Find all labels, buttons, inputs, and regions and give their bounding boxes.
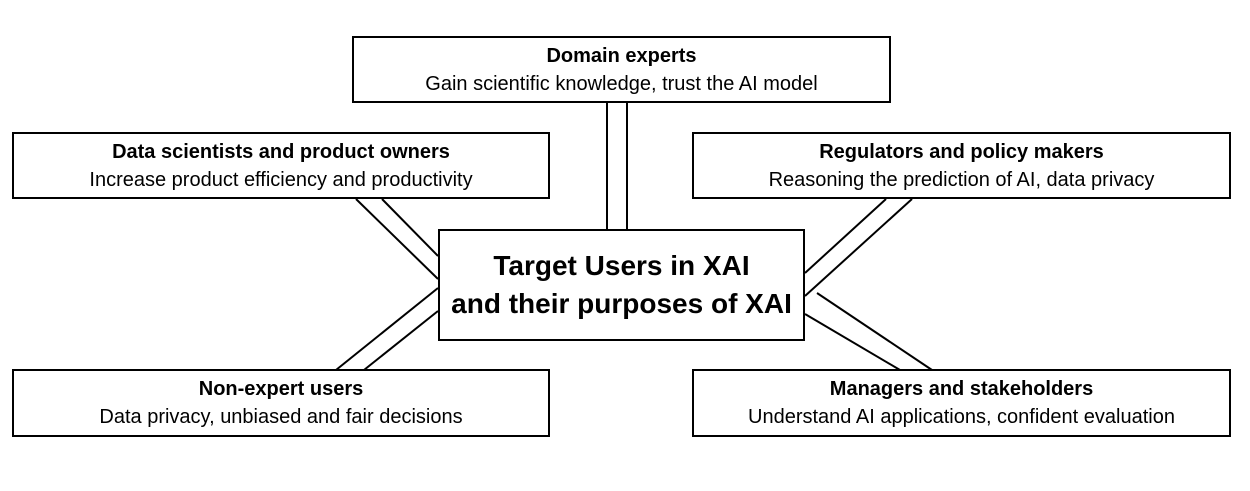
node-non-expert-users-desc: Data privacy, unbiased and fair decision… [99,406,463,428]
node-domain-experts-title: Domain experts [546,44,697,67]
node-data-scientists: Data scientists and product owners Incre… [12,132,550,199]
node-data-scientists-title: Data scientists and product owners [112,140,450,163]
connector-left-bottom-line-b [363,310,439,371]
node-regulators-title: Regulators and policy makers [819,140,1104,163]
connector-left-top-line-b [381,198,439,257]
connector-right-top-line-b [804,198,913,297]
node-regulators-desc: Reasoning the prediction of AI, data pri… [768,168,1155,191]
node-non-expert-users: Non-expert users Data privacy, unbiased … [12,369,550,437]
node-domain-experts-desc: Gain scientific knowledge, trust the AI … [425,72,818,95]
node-regulators: Regulators and policy makers Reasoning t… [692,132,1231,199]
connector-left-bottom-line-a [335,287,439,371]
node-domain-experts: Domain experts Gain scientific knowledge… [352,36,891,103]
center-node-line-2: and their purposes of XAI [451,288,792,319]
node-managers-stakeholders: Managers and stakeholders Understand AI … [692,369,1231,437]
node-managers-stakeholders-desc: Understand AI applications, confident ev… [748,406,1175,428]
connector-right-bottom-line-b [804,313,901,371]
center-node-line-1: Target Users in XAI [493,250,750,281]
center-node-target-users: Target Users in XAI and their purposes o… [438,229,805,341]
node-managers-stakeholders-title: Managers and stakeholders [829,378,1094,400]
node-non-expert-users-title: Non-expert users [198,378,364,400]
node-data-scientists-desc: Increase product efficiency and producti… [89,168,473,191]
connector-left-top-line-a [355,198,439,280]
connector-right-bottom-line-a [816,292,933,371]
connector-right-top-line-a [804,198,887,274]
